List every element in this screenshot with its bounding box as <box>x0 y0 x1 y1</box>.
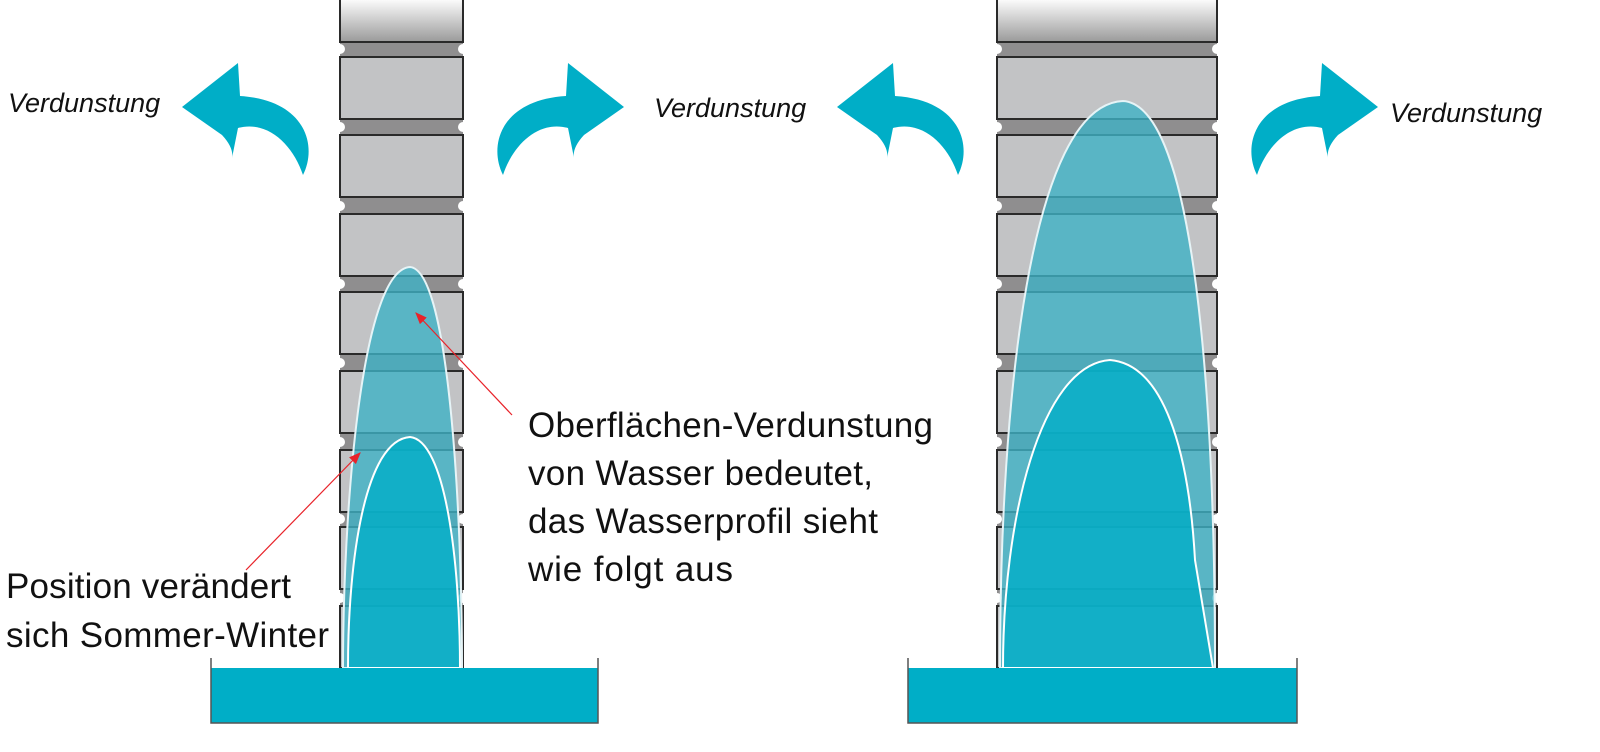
mortar-notch <box>458 279 468 289</box>
note-line: von Wasser bedeutet, <box>528 454 873 493</box>
mortar-notch <box>335 437 345 447</box>
water-basin-left <box>210 658 599 724</box>
mortar-notch <box>458 514 468 524</box>
mortar-notch <box>992 279 1002 289</box>
mortar-notch <box>335 201 345 211</box>
evaporation-arrow-right-1-icon <box>497 63 624 175</box>
water-profile-inner-left <box>346 435 462 669</box>
wall-cap <box>339 0 464 43</box>
note-line: sich Sommer-Winter <box>6 616 329 655</box>
mortar-notch <box>992 44 1002 54</box>
evaporation-arrow-right-2-icon <box>1251 63 1378 175</box>
mortar-notch <box>1212 122 1222 132</box>
brick <box>339 134 464 198</box>
note-line: wie folgt aus <box>527 550 733 589</box>
mortar-notch <box>1212 514 1222 524</box>
water-basin-right <box>907 658 1298 724</box>
evaporation-arrow-left-2-icon <box>837 63 964 175</box>
water-profile-inner-right <box>1001 358 1215 669</box>
mortar-notch <box>1212 279 1222 289</box>
mortar-notch <box>335 44 345 54</box>
brick <box>339 56 464 120</box>
mortar-notch <box>458 44 468 54</box>
mortar-notch <box>458 122 468 132</box>
wall-cap <box>996 0 1218 43</box>
annotation-pointer-surface <box>415 312 513 416</box>
mortar-notch <box>1212 44 1222 54</box>
mortar-notch <box>992 201 1002 211</box>
mortar-notch <box>992 358 1002 368</box>
note-line: Position verändert <box>6 567 291 606</box>
position-change-note: Position verändert sich Sommer-Winter <box>6 567 329 655</box>
evaporation-label-left-1: Verdunstung <box>8 88 160 118</box>
mortar-notch <box>335 593 345 603</box>
brick <box>339 213 464 277</box>
annotation-pointer-position <box>245 452 361 571</box>
mortar-notch <box>992 593 1002 603</box>
evaporation-label-right-2: Verdunstung <box>1390 98 1542 128</box>
mortar-notch <box>1212 201 1222 211</box>
mortar-notch <box>992 122 1002 132</box>
evaporation-label-right-1: Verdunstung <box>654 93 806 123</box>
mortar-notch <box>335 358 345 368</box>
mortar-notch <box>458 437 468 447</box>
mortar-notch <box>335 279 345 289</box>
mortar-notch <box>335 514 345 524</box>
evaporation-arrow-left-1-icon <box>182 63 309 175</box>
mortar-notch <box>1212 358 1222 368</box>
mortar-notch <box>992 514 1002 524</box>
surface-evaporation-note: Oberflächen-Verdunstung von Wasser bedeu… <box>527 406 933 589</box>
mortar-notch <box>992 437 1002 447</box>
note-line: Oberflächen-Verdunstung <box>528 406 933 445</box>
mortar-notch <box>335 122 345 132</box>
mortar-notch <box>1212 437 1222 447</box>
note-line: das Wasserprofil sieht <box>528 502 878 541</box>
mortar-notch <box>458 201 468 211</box>
